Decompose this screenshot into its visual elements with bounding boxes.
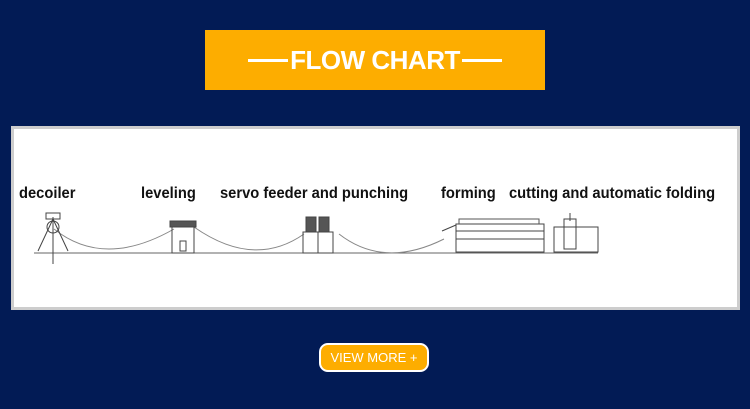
production-line-diagram [34,212,599,264]
section-title-text: FLOW CHART [290,44,460,75]
step-label-leveling: leveling [141,185,196,202]
leveling-machine-icon [169,220,197,254]
step-label-servo-feeder: servo feeder and punching [220,185,409,202]
decoiler-machine-icon [37,212,69,264]
cutting-folding-machine-icon [553,213,599,253]
step-label-decoiler: decoiler [19,185,76,202]
step-label-forming: forming [441,185,496,202]
servo-feeder-punching-icon [302,216,334,254]
forming-machine-icon [441,218,545,253]
flow-chart-image: decoiler leveling servo feeder and punch… [11,126,740,310]
step-label-cutting-folding: cutting and automatic folding [509,185,716,202]
section-title: FLOW CHART [205,30,545,90]
view-more-button[interactable]: VIEW MORE + [319,343,429,372]
title-right-rule [461,58,502,62]
title-left-rule [248,58,289,62]
